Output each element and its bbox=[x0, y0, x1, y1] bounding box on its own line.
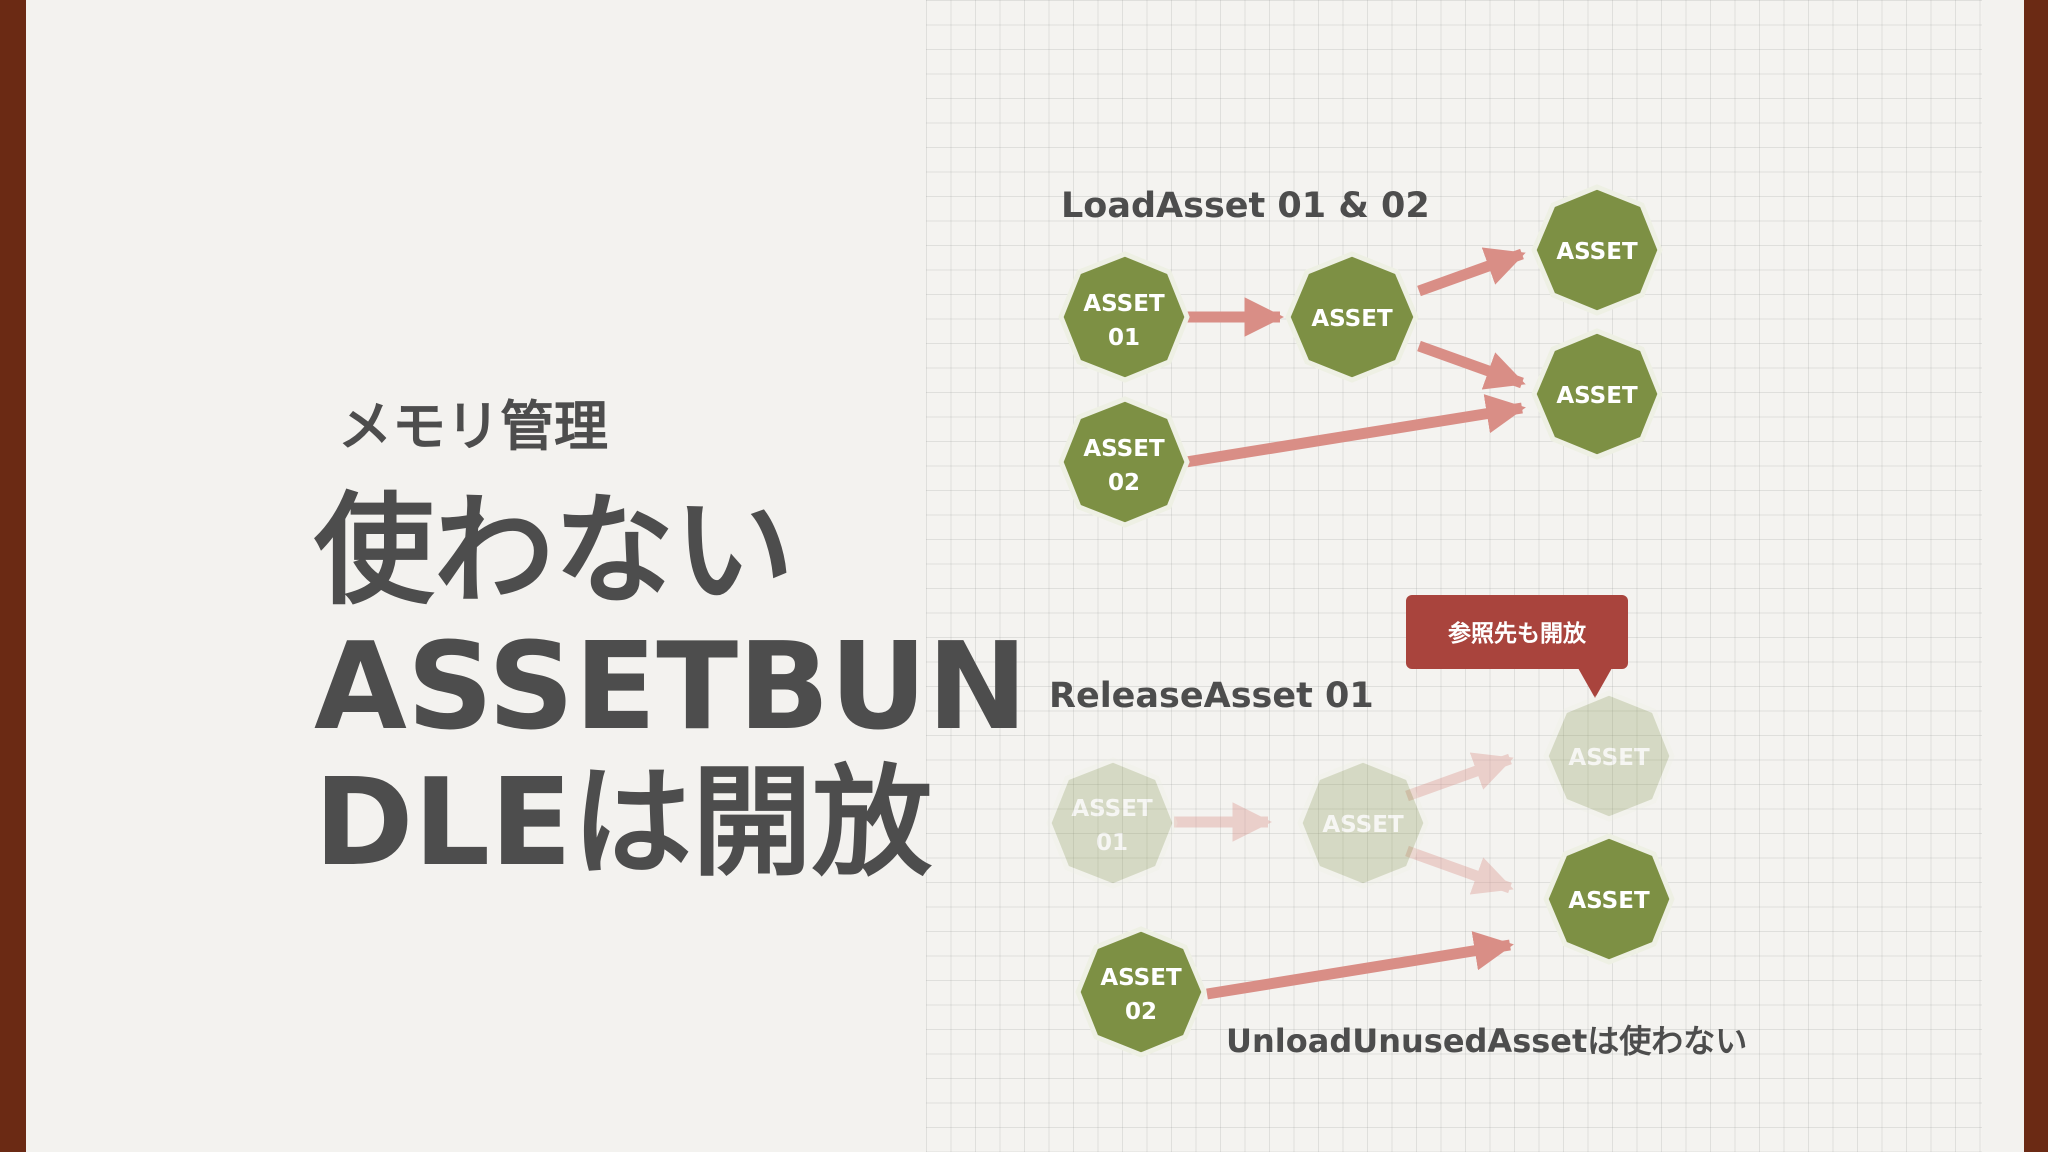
arrow-asset-to-asset-lower bbox=[1417, 340, 1526, 390]
node-label: ASSET bbox=[1322, 812, 1404, 838]
top-section-heading: LoadAsset 01 & 02 bbox=[1061, 186, 1430, 226]
arrow-asset02-to-asset bbox=[1206, 931, 1514, 1000]
node-asset-right-lower-active: ASSET bbox=[1543, 833, 1675, 965]
arrow-asset-to-asset-upper bbox=[1417, 247, 1526, 297]
node-label: ASSET bbox=[1311, 306, 1393, 332]
node-label: ASSET bbox=[1568, 745, 1650, 771]
top-nodes: ASSET 01 ASSET 02 ASSET ASSET ASSET bbox=[1058, 184, 1663, 528]
node-asset-01: ASSET 01 bbox=[1058, 251, 1190, 383]
node-asset-01-released: ASSET 01 bbox=[1046, 757, 1178, 889]
slide-subtitle: メモリ管理 bbox=[338, 395, 608, 458]
node-asset-02-active: ASSET 02 bbox=[1075, 926, 1207, 1058]
callout-label: 参照先も開放 bbox=[1448, 620, 1587, 647]
node-label: ASSET bbox=[1568, 888, 1650, 914]
bottom-section-heading: ReleaseAsset 01 bbox=[1049, 676, 1374, 716]
node-label: ASSET bbox=[1556, 239, 1638, 265]
asset-reference-diagram: LoadAsset 01 & 02 ASSET 01 ASSET 02 ASSE… bbox=[1046, 184, 1747, 1060]
arrow-asset02-to-asset-lower bbox=[1185, 394, 1526, 468]
arrow-faded-asset-to-asset-upper bbox=[1405, 752, 1514, 802]
arrow-faded-asset-to-asset-lower bbox=[1405, 845, 1514, 895]
bottom-nodes: ASSET 01 ASSET 02 ASSET ASSET ASSET bbox=[1046, 690, 1675, 1058]
node-label: ASSET bbox=[1071, 796, 1153, 822]
node-label: ASSET bbox=[1083, 436, 1165, 462]
unload-note: UnloadUnusedAssetは使わない bbox=[1226, 1022, 1747, 1060]
slide-title: 使わない ASSETBUN DLEは開放 bbox=[314, 482, 1028, 893]
node-label: 01 bbox=[1108, 325, 1140, 351]
node-asset-right-lower: ASSET bbox=[1531, 328, 1663, 460]
bottom-arrows bbox=[1174, 752, 1514, 1000]
title-line: DLEは開放 bbox=[314, 754, 933, 893]
node-label: 01 bbox=[1096, 830, 1128, 856]
title-line: ASSETBUN bbox=[314, 618, 1028, 757]
node-label: 02 bbox=[1108, 470, 1140, 496]
node-asset-middle-released: ASSET bbox=[1297, 757, 1429, 889]
node-asset-02: ASSET 02 bbox=[1058, 396, 1190, 528]
node-asset-right-upper-released: ASSET bbox=[1543, 690, 1675, 822]
node-label: 02 bbox=[1125, 999, 1157, 1025]
node-label: ASSET bbox=[1083, 291, 1165, 317]
slide: メモリ管理 使わない ASSETBUN DLEは開放 LoadAsset 01 … bbox=[26, 0, 2024, 1152]
title-line: 使わない bbox=[314, 482, 794, 621]
release-callout: 参照先も開放 bbox=[1406, 595, 1628, 698]
node-label: ASSET bbox=[1556, 383, 1638, 409]
top-arrows bbox=[1185, 247, 1526, 468]
node-label: ASSET bbox=[1100, 965, 1182, 991]
node-asset-right-upper: ASSET bbox=[1531, 184, 1663, 316]
node-asset-middle: ASSET bbox=[1285, 251, 1419, 383]
